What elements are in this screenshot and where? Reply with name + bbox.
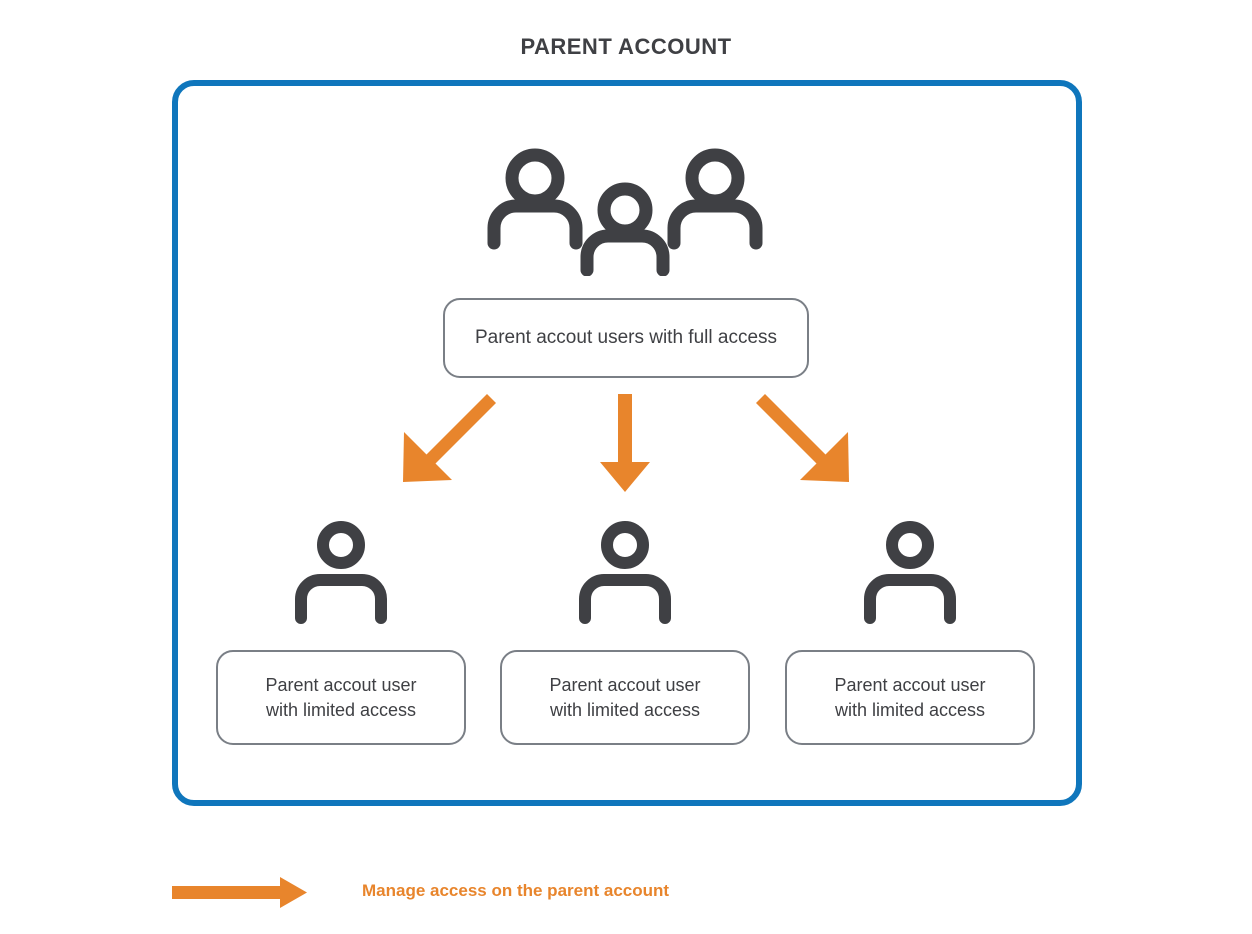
limited-access-box[interactable]: Parent accout user with limited access [500, 650, 750, 745]
legend-label: Manage access on the parent account [362, 881, 670, 900]
legend: Manage access on the parent account [170, 872, 870, 914]
limited-access-label-line1: Parent accout user [834, 674, 986, 695]
limited-access-label-line2: with limited access [834, 699, 986, 720]
parent-full-access-box[interactable]: Parent accout users with full access [443, 298, 809, 378]
page-title: PARENT ACCOUNT [520, 34, 732, 59]
limited-access-box[interactable]: Parent accout user with limited access [216, 650, 466, 745]
user-icon [577, 519, 673, 625]
user-icon [862, 519, 958, 625]
limited-access-label-line1: Parent accout user [549, 674, 701, 695]
three-users-icon [480, 144, 770, 277]
limited-access-box[interactable]: Parent accout user with limited access [785, 650, 1035, 745]
parent-full-access-label: Parent accout users with full access [474, 326, 778, 348]
limited-access-label-line2: with limited access [265, 699, 417, 720]
right-arrow-icon [172, 877, 307, 908]
user-icon [293, 519, 389, 625]
limited-access-label-line2: with limited access [549, 699, 701, 720]
limited-access-label-line1: Parent accout user [265, 674, 417, 695]
